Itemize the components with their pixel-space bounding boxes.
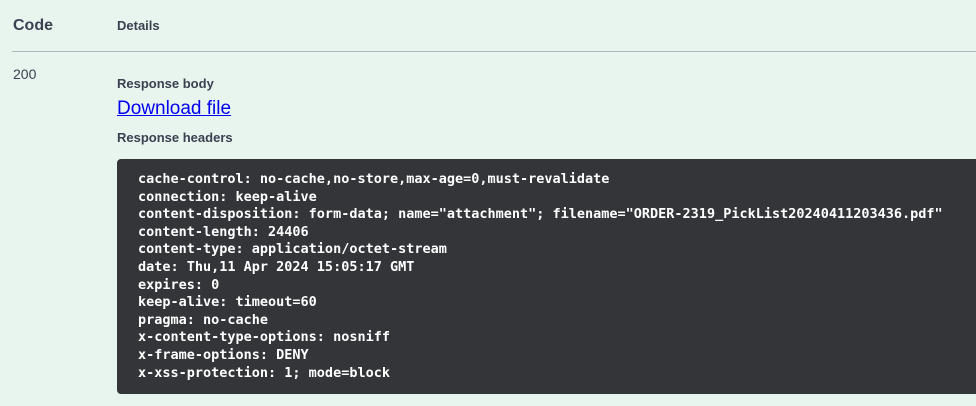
- response-details-cell: Response body Download file Response hea…: [117, 52, 976, 395]
- response-row-200: 200 Response body Download file Response…: [0, 52, 976, 395]
- response-headers-block: cache-control: no-cache,no-store,max-age…: [117, 159, 976, 395]
- response-headers-label: Response headers: [117, 130, 233, 145]
- responses-header-row: Code Details: [0, 0, 976, 34]
- code-column-header: Code: [13, 17, 53, 34]
- details-column-header: Details: [117, 18, 160, 33]
- download-file-link[interactable]: Download file: [117, 98, 232, 119]
- response-body-label: Response body: [117, 76, 214, 91]
- response-status-code: 200: [13, 66, 37, 82]
- header-divider: [12, 51, 976, 52]
